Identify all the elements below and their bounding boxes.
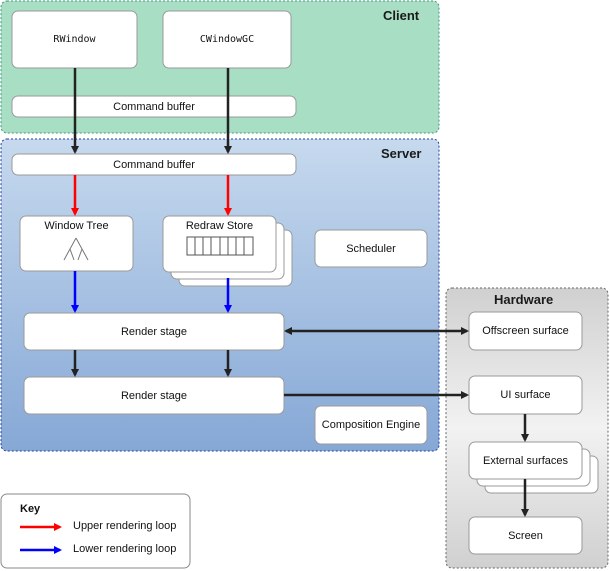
scheduler-label: Scheduler (346, 242, 396, 255)
client-region-title: Client (383, 8, 420, 23)
client-command-buffer-label: Command buffer (113, 100, 195, 113)
key-lower-loop-label: Lower rendering loop (73, 543, 177, 555)
window-tree-box (19, 215, 134, 272)
tree-icon (63, 237, 89, 261)
screen-box (468, 516, 583, 555)
render-stage-2-label: Render stage (120, 389, 188, 402)
composition-engine-label: Composition Engine (321, 419, 421, 431)
external-surfaces-label: External surfaces (483, 454, 568, 467)
key-upper-loop-label: Upper rendering loop (73, 520, 177, 532)
server-region-title: Server (381, 146, 422, 161)
rwindow-label: RWindow (53, 34, 96, 45)
server-command-buffer-box (11, 153, 297, 176)
offscreen-surface-label: Offscreen surface (482, 325, 569, 337)
hardware-region (445, 287, 609, 569)
composition-engine-box (314, 405, 428, 445)
render-stage-1-label: Render stage (120, 325, 188, 338)
cwindowgc-label: CWindowGC (199, 34, 255, 45)
offscreen-surface-box (468, 311, 583, 351)
key-title: Key (20, 503, 41, 515)
redraw-store-label: Redraw Store (185, 220, 254, 232)
buffer-cells-icon (186, 236, 254, 256)
window-tree-label: Window Tree (44, 220, 109, 232)
scheduler-box (314, 229, 428, 268)
hardware-region-title: Hardware (494, 292, 554, 307)
screen-label: Screen (508, 529, 543, 542)
client-command-buffer-box (11, 95, 297, 118)
server-command-buffer-label: Command buffer (113, 158, 195, 171)
ui-surface-label: UI surface (500, 389, 551, 401)
